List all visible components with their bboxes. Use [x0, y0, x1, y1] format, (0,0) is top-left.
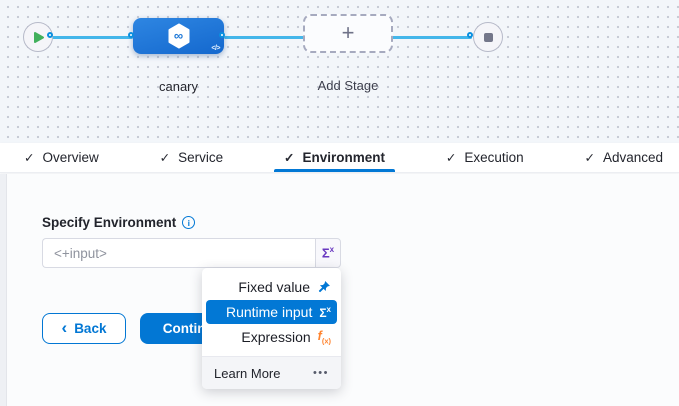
tab-label: Service: [178, 150, 224, 165]
check-icon: ✓: [24, 151, 35, 165]
menu-item-fixed-value[interactable]: Fixed value: [206, 275, 337, 299]
chevron-left-icon: ‹: [61, 318, 68, 337]
tab-execution[interactable]: ✓ Execution: [444, 143, 526, 172]
menu-item-label: Runtime input: [225, 304, 313, 320]
end-node-in-port[interactable]: [467, 32, 473, 38]
active-tab-underline: [273, 169, 395, 172]
check-icon: ✓: [445, 151, 457, 165]
stage-name-label[interactable]: canary: [158, 79, 199, 94]
stage-tabbar: ✓ Overview ✓ Service ✓ Environment ✓ Exe…: [0, 143, 679, 173]
learn-more-link[interactable]: Learn More: [214, 365, 281, 381]
start-node-out-port[interactable]: [47, 32, 53, 38]
sigma-icon: Σx: [319, 304, 331, 320]
tab-overview[interactable]: ✓ Overview: [22, 143, 101, 172]
fx-icon: f(x): [317, 328, 331, 346]
pin-icon: [317, 280, 331, 294]
harness-infinity-icon: ∞: [167, 23, 191, 49]
check-icon: ✓: [283, 151, 295, 165]
tab-environment[interactable]: ✓ Environment: [273, 143, 395, 172]
add-stage-label[interactable]: Add Stage: [317, 78, 379, 93]
edge-stage-to-add: [224, 36, 305, 39]
environment-input[interactable]: [42, 238, 315, 268]
tab-label: Environment: [302, 150, 385, 165]
tab-label: Execution: [464, 150, 524, 165]
check-icon: ✓: [159, 151, 171, 165]
menu-item-label: Expression: [241, 329, 311, 345]
plus-icon: +: [341, 19, 355, 45]
left-rail: [0, 174, 7, 406]
input-type-selector-button[interactable]: Σx: [315, 238, 341, 268]
check-icon: ✓: [584, 151, 595, 165]
tab-label: Overview: [42, 150, 99, 165]
menu-item-label: Fixed value: [238, 279, 310, 295]
add-stage-button[interactable]: +: [303, 14, 393, 53]
stage-node-canary[interactable]: ∞ </>: [133, 18, 224, 54]
menu-item-runtime-input[interactable]: Runtime input Σx: [206, 300, 337, 324]
stop-icon: [483, 32, 493, 42]
info-icon[interactable]: i: [182, 216, 196, 229]
tab-service[interactable]: ✓ Service: [158, 143, 226, 172]
play-icon: [33, 31, 44, 43]
edge-start-to-stage: [52, 36, 133, 39]
tab-advanced[interactable]: ✓ Advanced: [582, 143, 665, 172]
more-options-icon[interactable]: •••: [312, 367, 329, 379]
specify-environment-label: Specify Environment i: [42, 215, 196, 230]
tab-label: Advanced: [602, 150, 663, 165]
input-type-dropdown: Fixed value Runtime input Σx Expression …: [202, 268, 341, 389]
code-icon[interactable]: </>: [211, 45, 220, 52]
pipeline-end-node[interactable]: [473, 22, 503, 52]
edge-add-to-end: [391, 36, 472, 39]
environment-input-row: Σx: [42, 238, 341, 268]
pipeline-canvas: ∞ </> canary + Add Stage: [0, 0, 679, 143]
back-button[interactable]: ‹ Back: [42, 313, 126, 344]
menu-item-expression[interactable]: Expression f(x): [206, 325, 337, 349]
stage-in-port[interactable]: [128, 32, 134, 38]
dropdown-footer: Learn More •••: [202, 356, 341, 389]
dropdown-items: Fixed value Runtime input Σx Expression …: [202, 268, 341, 356]
stage-out-port[interactable]: [219, 32, 225, 38]
